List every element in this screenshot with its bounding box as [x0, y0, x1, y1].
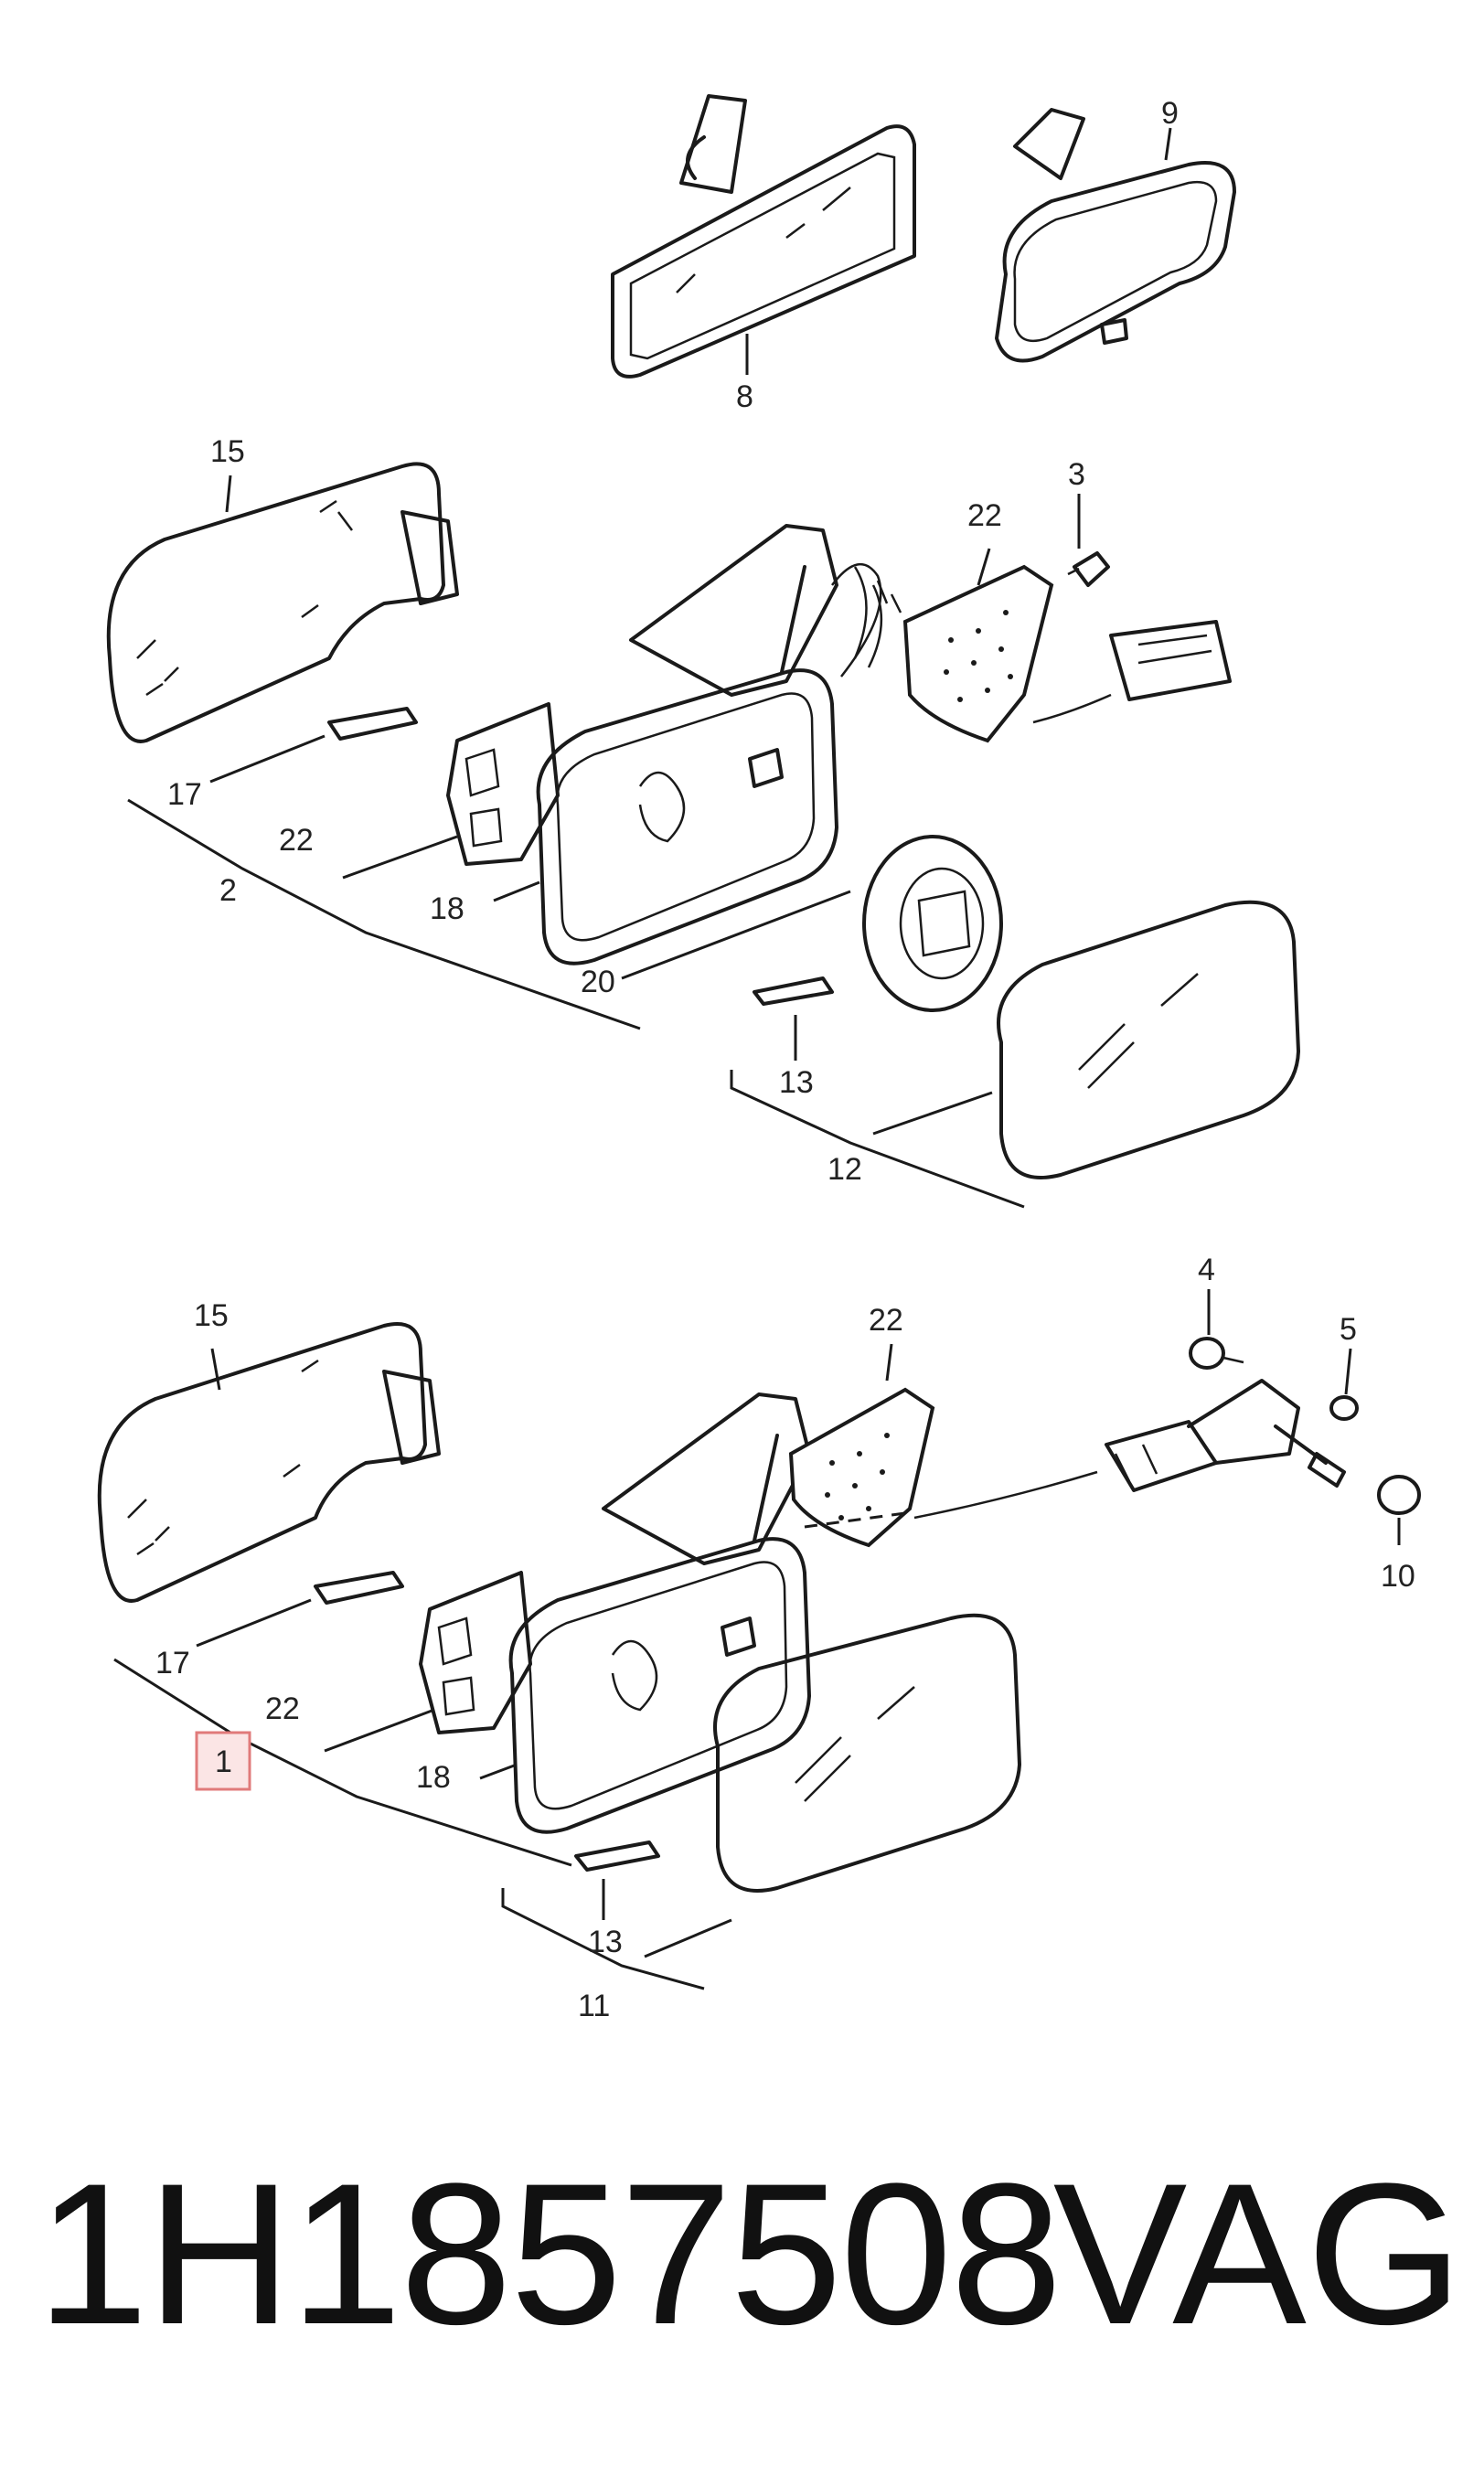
- callout-22-cover-lower: 22: [869, 1303, 903, 1338]
- connector-upper: [1032, 620, 1232, 724]
- leader-lines: [113, 127, 1401, 1990]
- footer-caption: 1H1857508 VAG: [37, 2144, 1463, 2363]
- cover-plate-upper: [902, 564, 1054, 743]
- clip-13-lower: [574, 1840, 660, 1872]
- mirror-base-upper: [629, 524, 883, 697]
- mirror-housing-cover-lower: [97, 1322, 441, 1603]
- callout-2: 2: [219, 873, 237, 908]
- callout-9: 9: [1161, 96, 1179, 131]
- callout-4: 4: [1198, 1253, 1215, 1287]
- interior-mirror-rectangular: [611, 94, 916, 379]
- bracket-lower: [419, 1571, 532, 1734]
- callout-13-upper: 13: [779, 1065, 814, 1100]
- bracket-upper: [446, 702, 560, 866]
- callout-15-upper: 15: [210, 434, 245, 469]
- mirror-glass-upper: [997, 900, 1300, 1179]
- highlighted-part-box: [195, 1731, 251, 1791]
- interior-mirror-rounded: [995, 108, 1236, 363]
- callout-22-base-lower: 22: [265, 1691, 300, 1726]
- callout-8: 8: [736, 379, 753, 414]
- adjuster-disc-upper: [862, 835, 1003, 1012]
- callout-12: 12: [827, 1152, 862, 1187]
- screw-upper: [1067, 551, 1110, 587]
- mirror-frame-upper: [536, 668, 838, 966]
- adjuster-motor-lower: [1105, 1379, 1346, 1492]
- callout-22-base-upper: 22: [279, 823, 314, 858]
- cable-lower: [804, 1470, 1098, 1529]
- callout-18-lower: 18: [416, 1760, 451, 1795]
- callout-17-upper: 17: [167, 777, 202, 812]
- callout-15-lower: 15: [194, 1298, 229, 1333]
- callout-22-cover-upper: 22: [967, 498, 1002, 533]
- clip-lower: [314, 1571, 404, 1605]
- mirror-frame-lower: [508, 1537, 811, 1834]
- clip-upper: [327, 707, 418, 741]
- mirror-glass-lower: [713, 1613, 1021, 1893]
- cap-10: [1377, 1475, 1421, 1515]
- callout-17-lower: 17: [155, 1646, 190, 1680]
- callout-5: 5: [1340, 1312, 1357, 1347]
- callout-18-upper: 18: [430, 891, 464, 926]
- cover-plate-lower: [788, 1387, 935, 1548]
- brand-name: VAG: [1052, 2141, 1463, 2366]
- callout-13-lower: 13: [588, 1925, 623, 1959]
- clip-13-upper: [753, 976, 834, 1006]
- part-number: 1H1857508: [37, 2141, 1062, 2366]
- callout-1: 1: [215, 1744, 232, 1779]
- mirror-housing-cover-upper: [106, 462, 459, 743]
- callout-10: 10: [1381, 1559, 1415, 1594]
- callout-20: 20: [581, 965, 615, 999]
- callout-11: 11: [578, 1989, 610, 2023]
- nut-5: [1329, 1395, 1359, 1421]
- wiring-upper: [831, 562, 902, 678]
- cap-4: [1189, 1337, 1244, 1370]
- callout-3: 3: [1068, 457, 1085, 492]
